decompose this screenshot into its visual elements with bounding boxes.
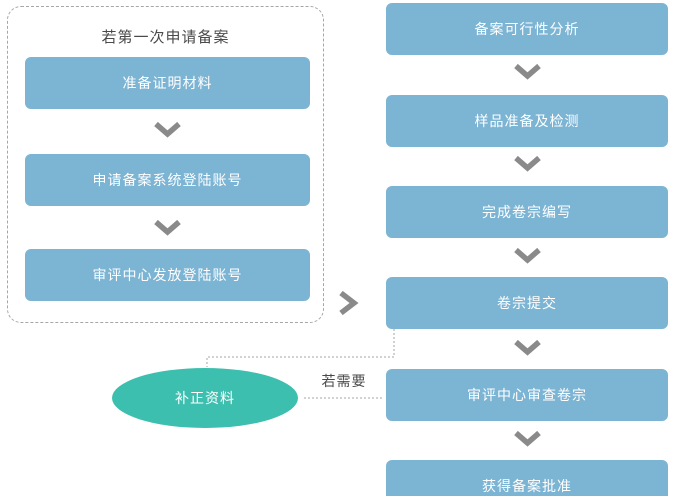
node-label: 样品准备及检测 xyxy=(474,113,580,129)
node-label: 准备证明材料 xyxy=(122,75,213,91)
node-complete-dossier-writing: 完成卷宗编写 xyxy=(386,186,668,238)
connector-submission-to-supplement xyxy=(206,329,395,367)
chevron-down-icon xyxy=(512,155,543,173)
node-label: 审评中心发放登陆账号 xyxy=(92,267,243,283)
node-supplementary-materials: 补正资料 xyxy=(112,368,298,428)
node-label: 补正资料 xyxy=(175,390,235,406)
node-label: 卷宗提交 xyxy=(497,295,557,311)
chevron-down-icon xyxy=(512,430,543,448)
node-apply-system-login-account: 申请备案系统登陆账号 xyxy=(25,154,310,206)
chevron-down-icon xyxy=(152,121,183,139)
chevron-down-icon xyxy=(512,247,543,265)
node-filing-feasibility-analysis: 备案可行性分析 xyxy=(386,3,668,55)
node-prepare-proof-materials: 准备证明材料 xyxy=(25,57,310,109)
node-center-issues-login-account: 审评中心发放登陆账号 xyxy=(25,249,310,301)
node-sample-prep-and-testing: 样品准备及检测 xyxy=(386,95,668,147)
panel-title: 若第一次申请备案 xyxy=(101,29,230,46)
chevron-down-icon xyxy=(512,339,543,357)
node-dossier-submission: 卷宗提交 xyxy=(386,277,668,329)
condition-label: 若需要 xyxy=(321,373,367,389)
chevron-down-icon xyxy=(152,219,183,237)
node-obtain-filing-approval: 获得备案批准 xyxy=(386,460,668,496)
node-label: 获得备案批准 xyxy=(482,478,572,494)
chevron-right-icon xyxy=(337,290,362,316)
node-center-reviews-dossier: 审评中心审查卷宗 xyxy=(386,369,668,421)
node-label: 备案可行性分析 xyxy=(474,21,580,37)
node-label: 审评中心审查卷宗 xyxy=(467,387,587,403)
node-label: 申请备案系统登陆账号 xyxy=(92,172,243,188)
chevron-down-icon xyxy=(512,63,543,81)
node-label: 完成卷宗编写 xyxy=(482,204,572,220)
